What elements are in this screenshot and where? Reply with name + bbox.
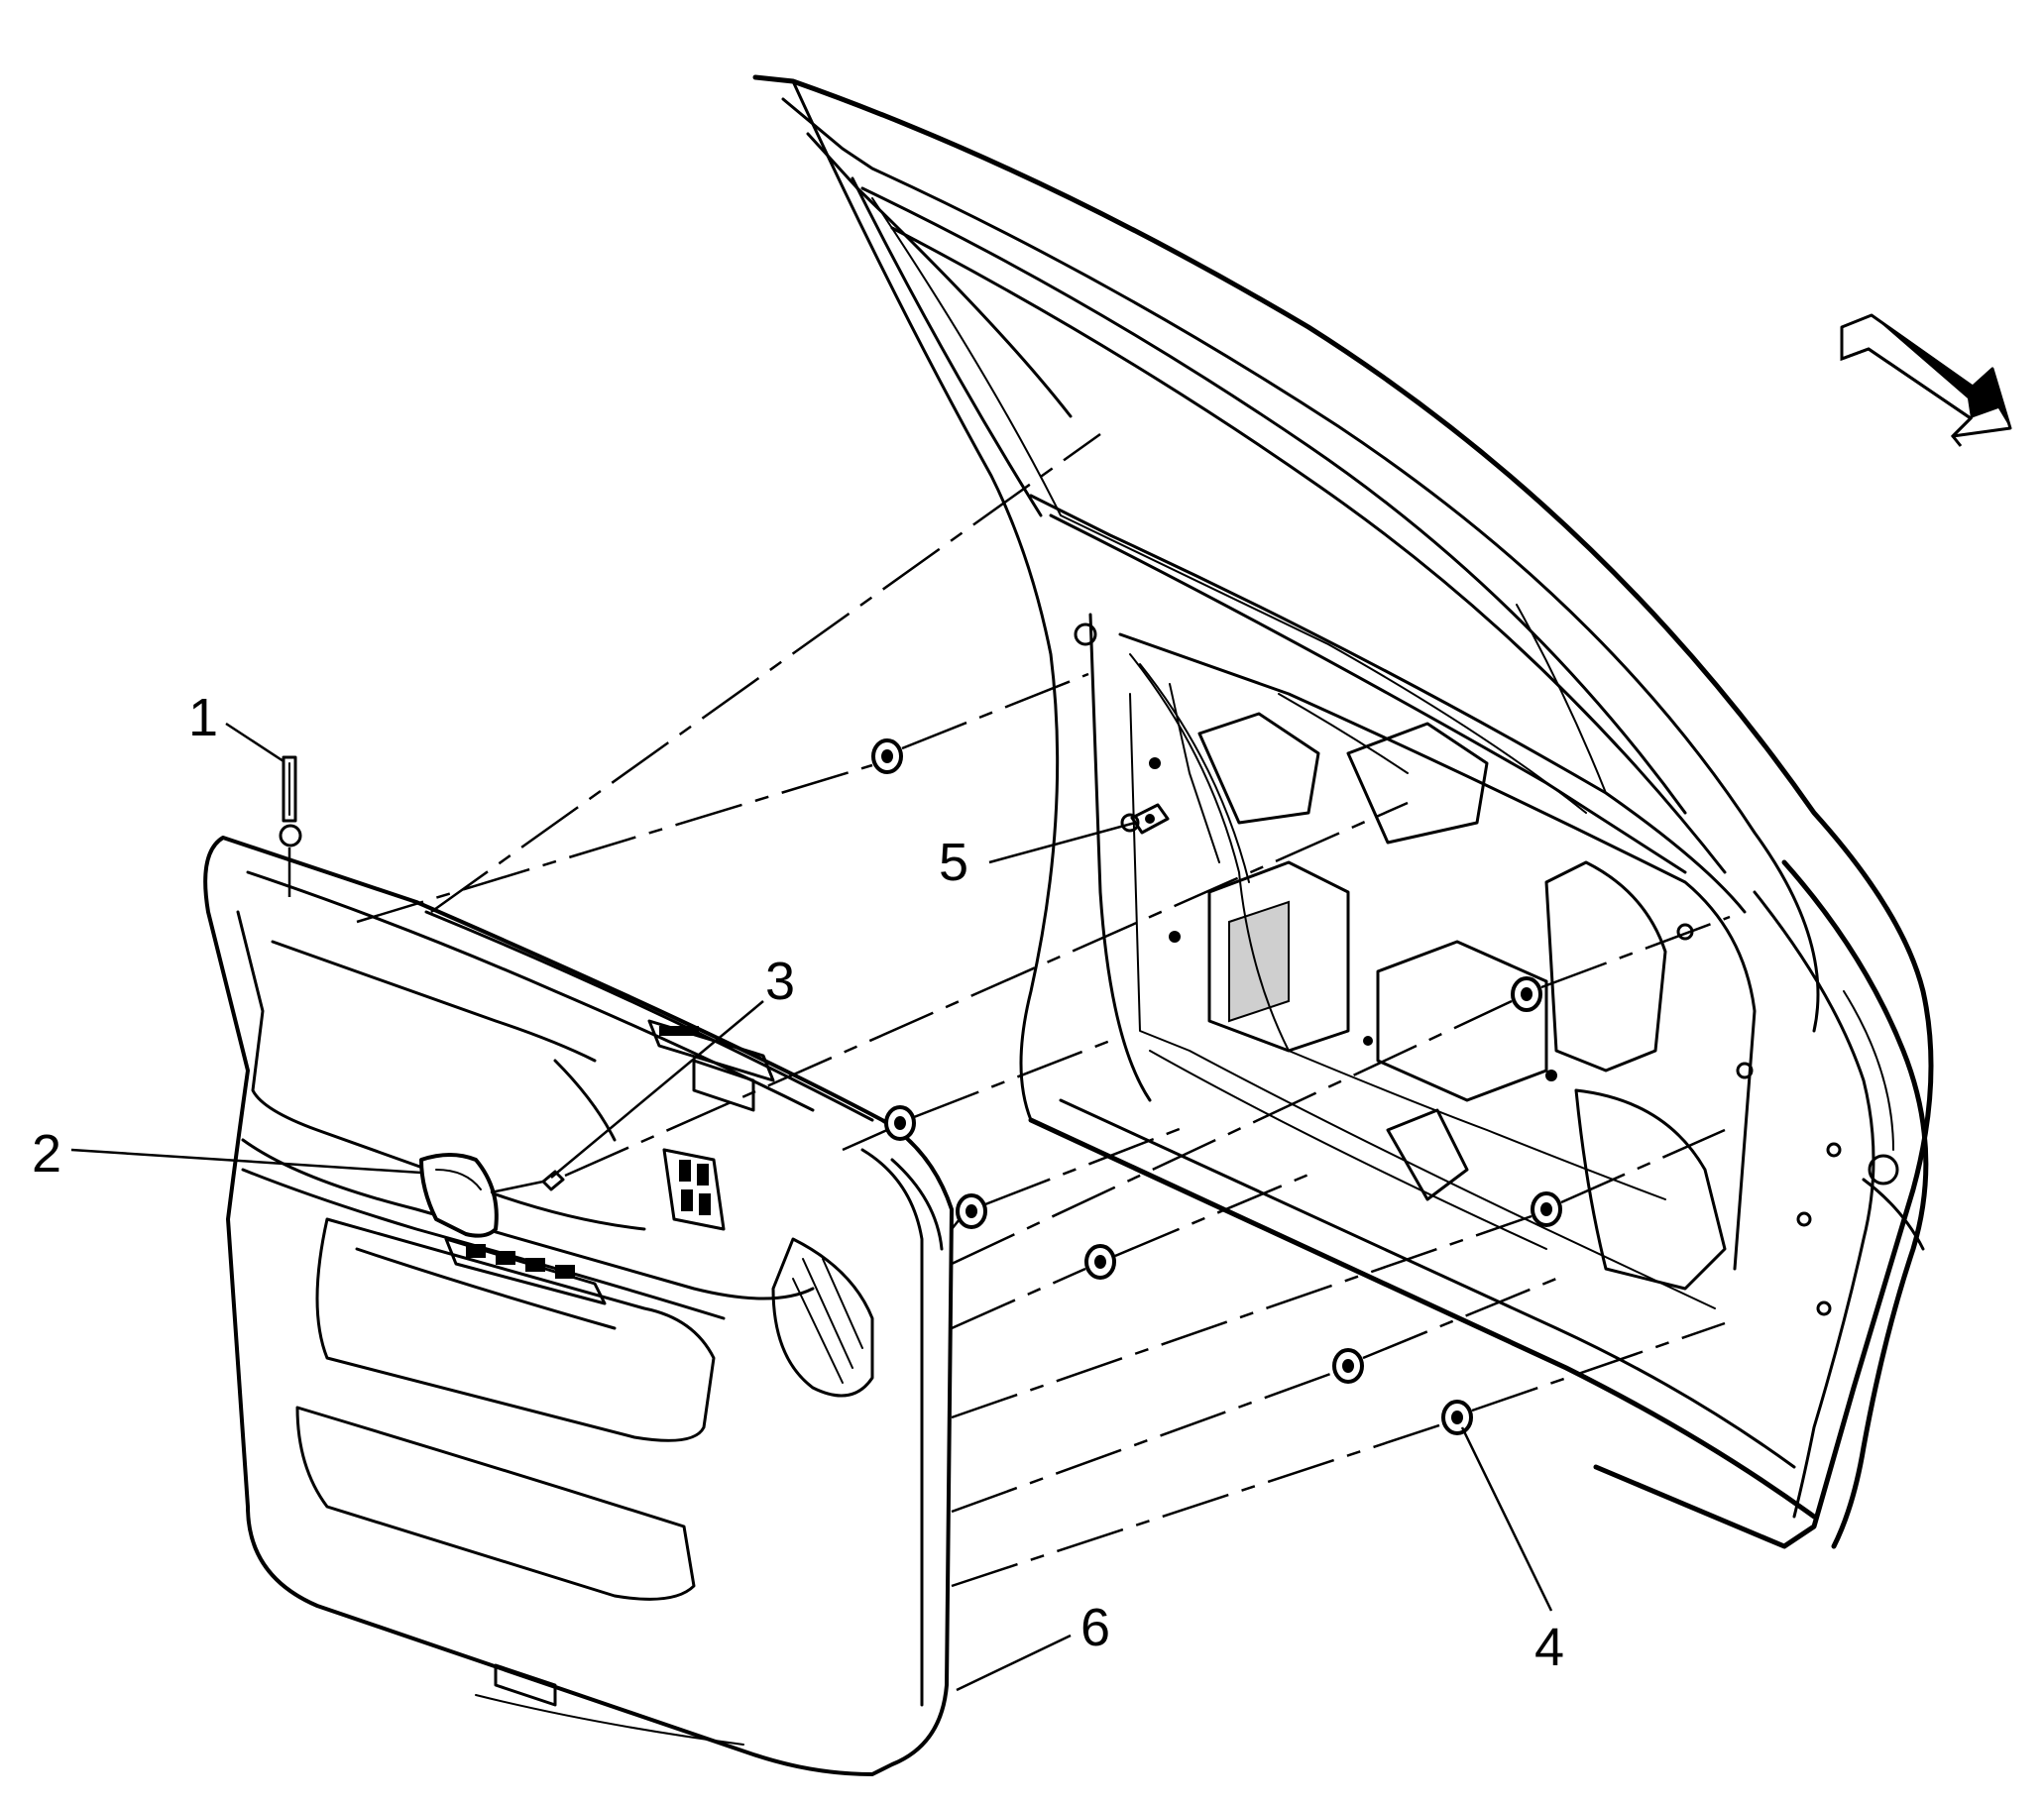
callout-5: 5 — [939, 833, 968, 892]
callout-3: 3 — [765, 952, 795, 1011]
retainer-clip — [1511, 976, 1542, 1012]
callouts: 1 2 3 4 5 6 — [32, 688, 1564, 1677]
electrical-connector-clip — [1130, 803, 1170, 835]
retainer-clip — [1332, 1348, 1364, 1384]
retainer-clip — [1441, 1400, 1473, 1435]
forward-direction-arrow-icon — [1840, 313, 2012, 447]
retainer-clip — [884, 1105, 916, 1141]
alignment-lines — [287, 432, 1731, 1588]
callout-6: 6 — [1080, 1598, 1110, 1657]
retainer-clip — [1084, 1244, 1116, 1280]
retainer-clips — [871, 738, 1562, 1435]
leader-lines — [70, 722, 1553, 1692]
lock-knob — [279, 755, 302, 848]
callout-1: 1 — [188, 688, 218, 747]
callout-2: 2 — [32, 1124, 61, 1184]
retainer-clip — [1531, 1191, 1562, 1227]
trim-screw — [541, 1170, 565, 1191]
inside-handle-bezel — [419, 1153, 499, 1238]
callout-4: 4 — [1534, 1618, 1564, 1677]
door-frame — [752, 74, 1934, 1549]
door-trim-panel — [203, 836, 954, 1776]
retainer-clip — [956, 1193, 987, 1229]
retainer-clip — [871, 738, 903, 774]
